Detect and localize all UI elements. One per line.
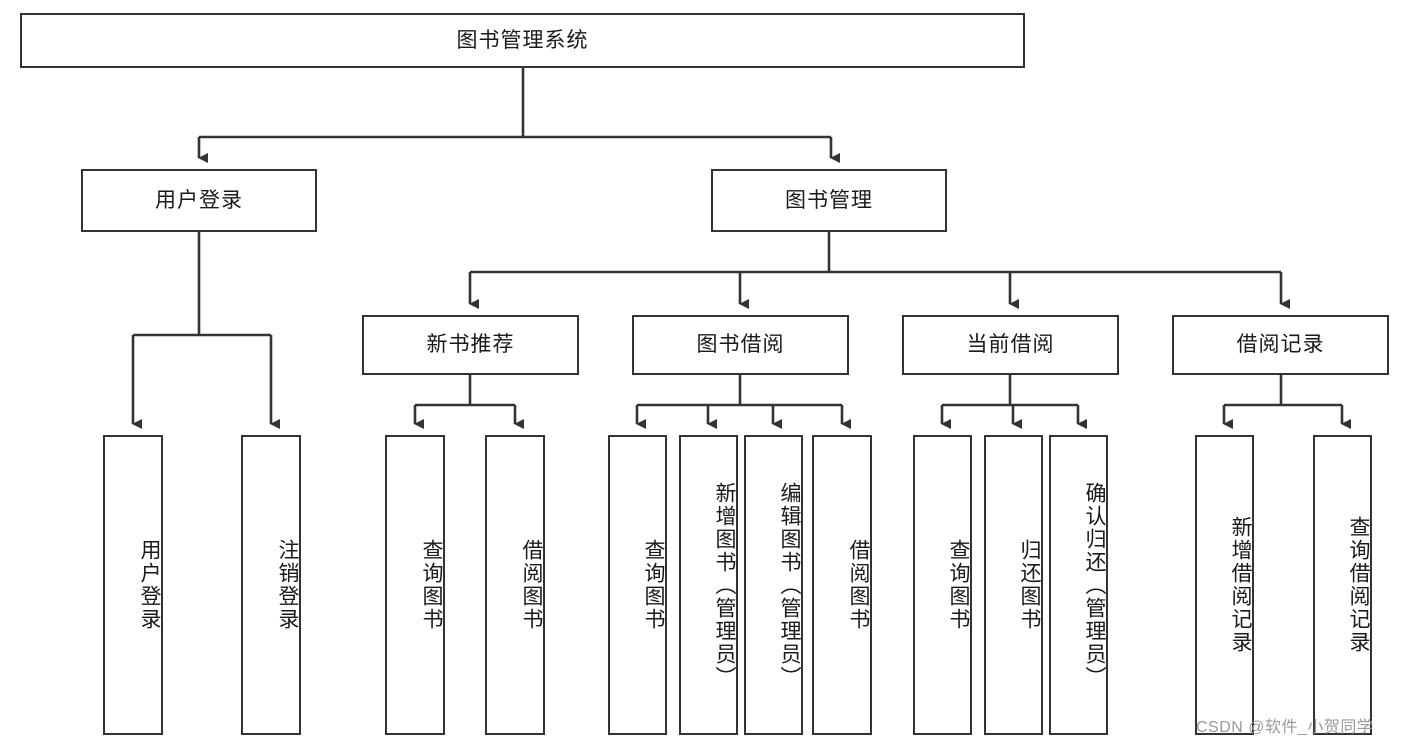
node-user-login[interactable]: 用户登录 [81, 169, 317, 232]
leaf-add-book-admin[interactable]: 新增图书（管理员） [679, 435, 738, 735]
leaf-confirm-return-admin[interactable]: 确认归还（管理员） [1049, 435, 1108, 735]
node-book-manage[interactable]: 图书管理 [711, 169, 947, 232]
leaf-query-borrow-record[interactable]: 查询借阅记录 [1313, 435, 1372, 735]
leaf-borrow-book-recommendation[interactable]: 借阅图书 [485, 435, 545, 735]
leaf-edit-book-admin[interactable]: 编辑图书（管理员） [744, 435, 803, 735]
leaf-return-book[interactable]: 归还图书 [984, 435, 1043, 735]
node-borrow-record[interactable]: 借阅记录 [1172, 315, 1389, 375]
csdn-watermark: CSDN @软件_小贺同学 [1196, 719, 1374, 736]
leaf-query-book-recommendation[interactable]: 查询图书 [385, 435, 445, 735]
node-book-borrow[interactable]: 图书借阅 [632, 315, 849, 375]
node-root[interactable]: 图书管理系统 [20, 13, 1025, 68]
leaf-query-book-borrow[interactable]: 查询图书 [608, 435, 667, 735]
leaf-user-login[interactable]: 用户登录 [103, 435, 163, 735]
node-current-borrow[interactable]: 当前借阅 [902, 315, 1119, 375]
node-new-book-recommendation[interactable]: 新书推荐 [362, 315, 579, 375]
leaf-borrow-book[interactable]: 借阅图书 [812, 435, 872, 735]
leaf-user-logout[interactable]: 注销登录 [241, 435, 301, 735]
leaf-query-book-current[interactable]: 查询图书 [913, 435, 972, 735]
leaf-add-borrow-record[interactable]: 新增借阅记录 [1195, 435, 1254, 735]
